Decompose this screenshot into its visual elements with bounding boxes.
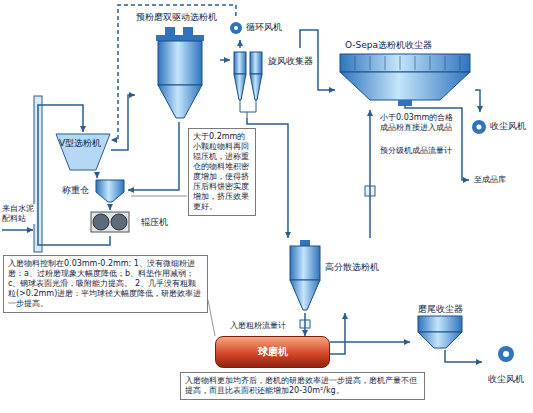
flow-line: [369, 110, 371, 238]
fan-drawing: [472, 120, 486, 134]
node-text: 球磨机: [258, 346, 288, 358]
separator-drawing: [158, 41, 202, 85]
roller-press-drawing: [111, 214, 127, 230]
dust-collector-drawing: [418, 316, 462, 348]
note-label: 小于0.03mm的合格成品粉直接进入成品: [380, 113, 458, 133]
v-separator: V型选粉机: [55, 132, 111, 172]
note-box: 入磨物料更加均齐后，磨机的研磨效率进一步提高，磨机产量不但提高，而且比表面积还能…: [180, 372, 425, 400]
fan-drawing: [477, 125, 482, 130]
feed-pipe: [2, 229, 33, 231]
fan-drawing: [498, 346, 514, 362]
dust-collector-drawing: [418, 332, 462, 348]
high-dispersion-separator-drawing: [290, 246, 320, 280]
destination-label: 至成品库: [474, 175, 506, 185]
cyclone-drawing: [234, 74, 246, 100]
separator-drawing: [165, 27, 175, 35]
flowmeter-label: 预分级机成品流量计: [380, 146, 452, 156]
bag-filter-drawing: [340, 54, 470, 180]
flow-line: [38, 105, 110, 245]
node-text: 入磨物料更加均齐后，磨机的研磨效率进一步提高，磨机产量不但提高，而且比表面积还能…: [185, 376, 420, 396]
flow-line: [128, 122, 179, 190]
node-text: 循环风机: [246, 22, 282, 33]
fan-drawing: [230, 22, 242, 34]
roller-press: 辊压机: [97, 210, 185, 236]
cyclone-drawing: [234, 52, 262, 118]
weigh-bin-drawing: [96, 180, 124, 202]
node-text: 收尘风机: [490, 121, 526, 132]
fan: 收尘风机: [482, 340, 530, 390]
v-separator-drawing: [56, 134, 110, 170]
high-dispersion-separator-drawing: [290, 240, 320, 310]
node-text: O-Sepa选粉机收尘器: [345, 40, 432, 51]
high-dispersion-separator-drawing: [300, 240, 310, 246]
high-dispersion-separator-drawing: [290, 280, 320, 310]
bag-filter-drawing: [340, 54, 470, 72]
fan: 收尘风机: [470, 112, 528, 142]
cyclone-drawing: [240, 100, 256, 118]
flow-line: [330, 341, 410, 343]
node-text: 称重仓: [62, 185, 89, 196]
bag-filter-drawing: [355, 56, 460, 70]
flowmeter-label: 入磨粗粉流量计: [230, 321, 286, 331]
separator-drawing: [156, 27, 204, 118]
bag-filter: O-Sepa选粉机收尘器: [335, 38, 475, 110]
fan-drawing: [234, 26, 238, 30]
dust-collector: 磨尾收尘器: [410, 302, 480, 350]
fan-drawing: [230, 22, 242, 34]
fan-drawing: [472, 120, 486, 134]
feed-pipe: [2, 230, 33, 231]
bag-filter-drawing: [398, 100, 412, 106]
roller-press-drawing: [93, 214, 109, 230]
flow-line: [111, 95, 135, 150]
flow-line: [304, 313, 306, 336]
flow-line: [330, 313, 345, 354]
cyclone: 旋风收集器: [230, 48, 330, 118]
fan: 循环风机: [226, 16, 296, 40]
cyclone-drawing: [250, 52, 262, 74]
separator: 高分散选粉机: [285, 238, 395, 313]
node-text: 辊压机: [141, 217, 168, 228]
fan-drawing: [498, 346, 514, 362]
ball-mill: 球磨机: [215, 336, 330, 368]
fan-drawing: [503, 351, 509, 357]
flow-line: [475, 90, 480, 112]
flow-line: [111, 5, 236, 140]
node-text: 旋风收集器: [268, 56, 313, 67]
separator-drawing: [156, 35, 204, 41]
node-text: 高分散选粉机: [325, 262, 379, 273]
node-text: 磨尾收尘器: [418, 304, 463, 315]
dust-collector-drawing: [418, 316, 462, 332]
flow-line: [220, 59, 230, 61]
roller-press-drawing: [91, 212, 129, 232]
note-box: 大于0.2mm的小颗粒物料再回辊压机，进称重仓的物料堆积密度增加，使得挤压后料饼…: [188, 128, 256, 216]
bag-filter-drawing: [340, 72, 470, 100]
node-text: V型选粉机: [59, 138, 101, 149]
weigh-bin-drawing: [96, 180, 124, 202]
weigh-bin: 称重仓: [60, 178, 128, 204]
cyclone-drawing: [250, 74, 262, 100]
node-text: 预粉磨双驱动选粉机: [136, 12, 217, 23]
note-box: 入磨物料控制在0.03mm-0.2mm: 1、没有微细粉进磨：a、过粉磨现象大幅…: [3, 255, 208, 313]
separator-drawing: [183, 27, 193, 35]
flow-line: [239, 40, 241, 48]
node-text: 大于0.2mm的小颗粒物料再回辊压机，进称重仓的物料堆积密度增加，使得挤压后料饼…: [193, 132, 251, 212]
source-label: 来自水泥配料站: [2, 204, 36, 224]
roller-press-drawing: [91, 212, 129, 232]
separator-drawing: [158, 85, 202, 118]
cyclone-drawing: [234, 52, 246, 74]
flow-line: [109, 204, 111, 210]
flow-line: [445, 350, 482, 362]
node-text: 入磨物料控制在0.03mm-0.2mm: 1、没有微细粉进磨：a、过粉磨现象大幅…: [8, 259, 203, 309]
flowmeter-symbol: [300, 186, 375, 328]
v-separator-drawing: [56, 134, 110, 170]
node-text: 收尘风机: [488, 374, 524, 385]
flow-line: [96, 172, 98, 178]
separator: 预粉磨双驱动选粉机: [135, 12, 220, 122]
